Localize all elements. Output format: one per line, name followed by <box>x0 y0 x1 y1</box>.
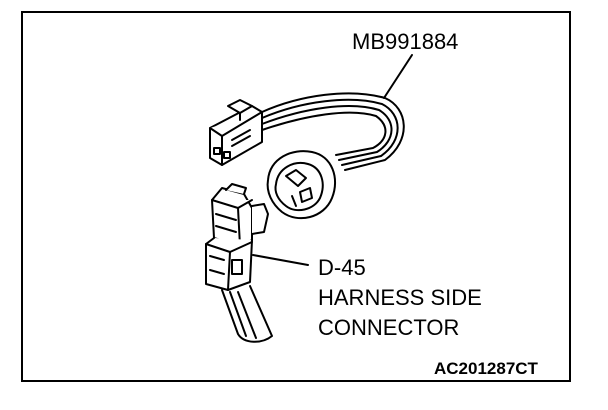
harness-side-connector <box>205 183 269 291</box>
harness-side-label: HARNESS SIDE <box>318 285 482 310</box>
tool-connector-small <box>209 99 263 166</box>
connector-id-label: D-45 <box>318 255 366 280</box>
diagram-frame <box>21 11 571 382</box>
figure-code-label: AC201287CT <box>434 359 538 378</box>
leader-lines <box>252 54 413 266</box>
connector-label: CONNECTOR <box>318 315 460 340</box>
tool-wire-harness <box>261 92 405 171</box>
tool-connector-round <box>266 150 337 220</box>
tool-part-number-label: MB991884 <box>352 29 459 54</box>
harness-cable <box>221 285 273 343</box>
